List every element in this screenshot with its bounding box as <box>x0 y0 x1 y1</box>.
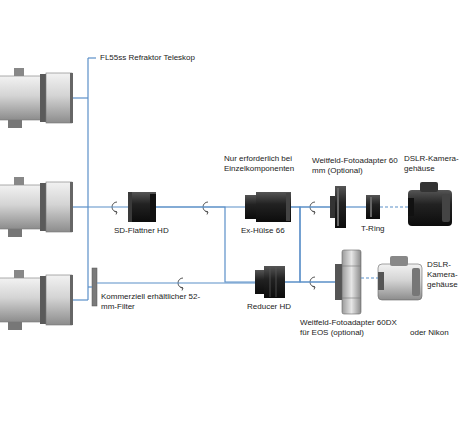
part-label: T-Ring <box>361 224 385 234</box>
telescope-drawing <box>0 177 73 237</box>
part-label: Reducer HD <box>247 302 291 312</box>
optical-path <box>380 206 408 207</box>
optical-path <box>285 207 330 282</box>
part-label: FL55ss Refraktor Teleskop <box>100 53 195 63</box>
extension-tube-drawing <box>245 192 291 222</box>
optical-path <box>156 207 255 282</box>
optical-path <box>361 277 378 278</box>
camera-drawing <box>408 182 452 226</box>
part-label: Weitfeld-Fotoadapter 60DX für EOS (optio… <box>300 318 408 338</box>
component-node: Weitfeld-Fotoadapter 60DX für EOS (optio… <box>335 250 361 314</box>
optical-path <box>88 206 128 207</box>
component-node: Kommerziell erhältlicher 52-mm-Filter <box>92 268 97 306</box>
reducer-drawing <box>255 266 285 298</box>
component-node: DSLR- Kamera- gehäuse <box>378 256 422 300</box>
component-node: Weitfeld-Fotoadapter 60 mm (Optional) <box>330 186 346 228</box>
t-ring-drawing <box>366 195 380 219</box>
trunk-line <box>73 58 96 300</box>
optical-path <box>97 282 255 283</box>
part-label: SD-Flattner HD <box>114 226 169 236</box>
filter-drawing <box>92 268 97 306</box>
optical-path <box>346 206 366 207</box>
note-label: Nur erforderlich bei Einzelkomponenten <box>224 154 308 174</box>
camera-drawing <box>378 256 422 300</box>
optical-path <box>291 207 335 282</box>
rotation-symbol <box>112 202 315 291</box>
telescope-drawing <box>0 270 73 330</box>
note-label: oder Nikon <box>410 328 449 338</box>
adapter-60dx-drawing <box>335 250 361 314</box>
component-node: SD-Flattner HD <box>128 192 156 222</box>
part-label: Weitfeld-Fotoadapter 60 mm (Optional) <box>312 156 402 176</box>
component-node: T-Ring <box>366 195 380 219</box>
flattener-drawing <box>128 192 156 222</box>
optical-path <box>88 286 92 287</box>
part-label: DSLR-Kamera- gehäuse <box>404 154 460 174</box>
part-label: DSLR- Kamera- gehäuse <box>427 260 461 290</box>
part-label: Kommerziell erhältlicher 52-mm-Filter <box>101 292 206 312</box>
adapter-drawing <box>330 186 346 228</box>
component-node: Ex-Hülse 66 <box>245 192 291 222</box>
component-node: Reducer HD <box>255 266 285 298</box>
component-node: DSLR-Kamera- gehäuse <box>408 182 452 226</box>
component-node: FL55ss Refraktor Teleskop <box>0 40 88 340</box>
telescope-drawing <box>0 68 73 128</box>
optical-path <box>285 281 335 282</box>
part-label: Ex-Hülse 66 <box>241 226 285 236</box>
